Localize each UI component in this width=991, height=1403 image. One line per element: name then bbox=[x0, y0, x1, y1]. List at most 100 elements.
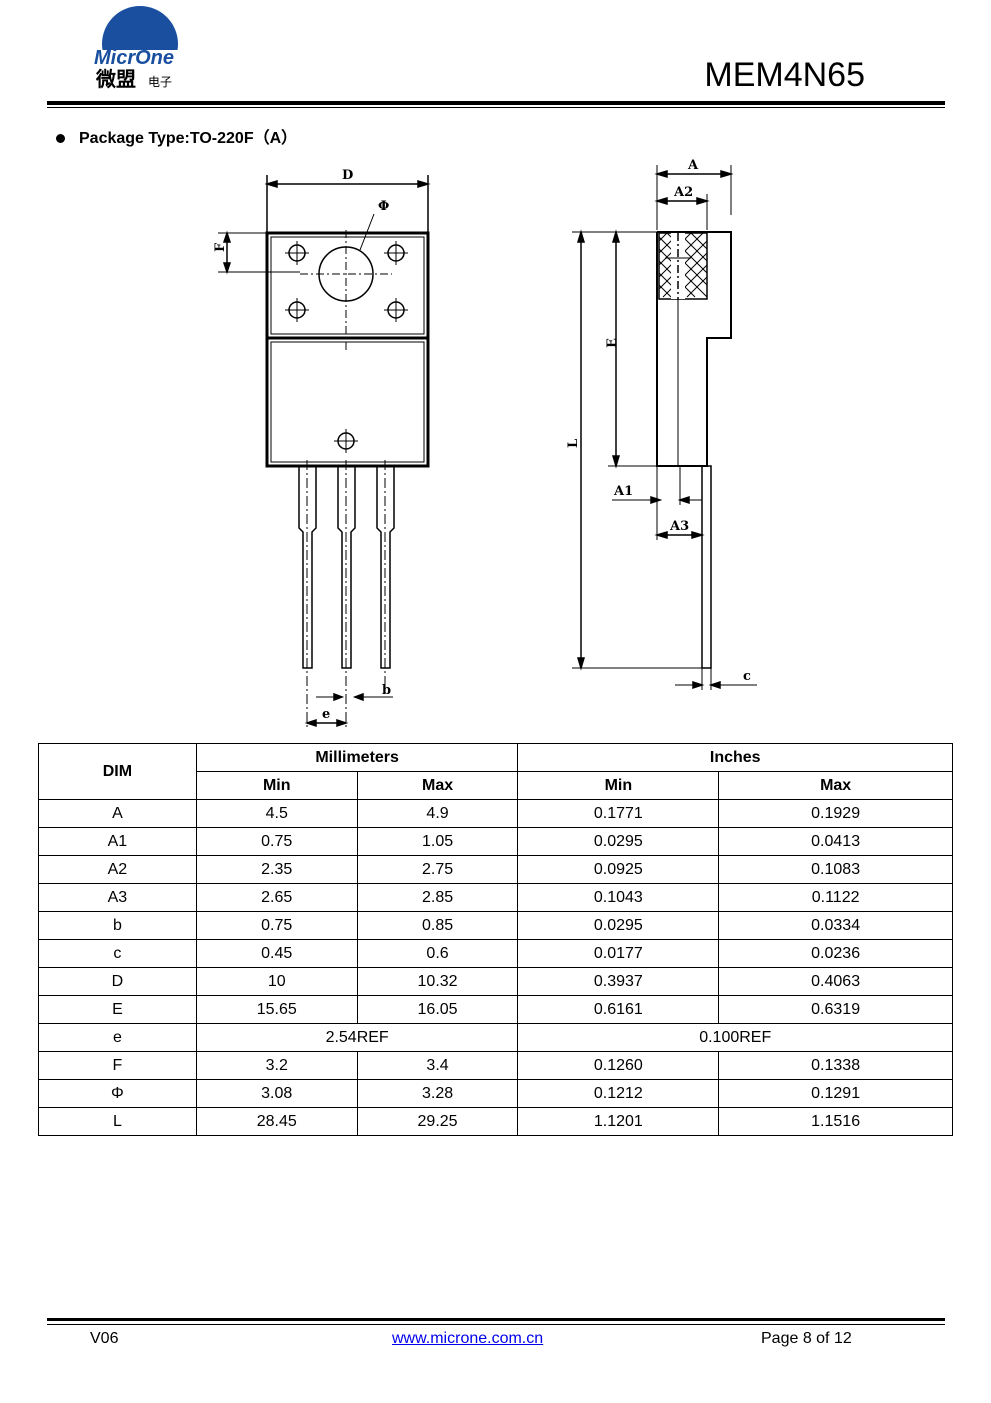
cell-dim: F bbox=[38, 1051, 197, 1080]
cell-in-min: 0.6161 bbox=[517, 995, 720, 1024]
cell-in-min: 0.1771 bbox=[517, 799, 720, 828]
cell-dim: D bbox=[38, 967, 197, 996]
bullet-icon bbox=[56, 134, 65, 144]
header-rule-thin bbox=[47, 107, 945, 108]
cell-in-max: 0.1338 bbox=[718, 1051, 953, 1080]
cell-in-max: 0.4063 bbox=[718, 967, 953, 996]
cell-in-min: 0.0925 bbox=[517, 855, 720, 884]
cell-mm-min: 0.45 bbox=[195, 939, 358, 968]
cell-mm-min: 10 bbox=[195, 967, 358, 996]
cell-mm-max: 3.28 bbox=[356, 1079, 519, 1108]
cell-dim: A3 bbox=[38, 883, 197, 912]
microne-logo: MicrOne 微盟 电子 bbox=[88, 6, 188, 90]
cell-mm-min: 0.75 bbox=[195, 827, 358, 856]
cell-in-min: 0.0295 bbox=[517, 911, 720, 940]
footer-rule-thin bbox=[47, 1324, 945, 1325]
cell-mm-max: 2.75 bbox=[356, 855, 519, 884]
logo-text-cn: 微盟 bbox=[95, 67, 136, 90]
cell-in-min: 0.1043 bbox=[517, 883, 720, 912]
version-label: V06 bbox=[90, 1330, 119, 1347]
cell-mm-max: 16.05 bbox=[356, 995, 519, 1024]
cell-dim: L bbox=[38, 1107, 197, 1136]
cell-in-min: 0.1212 bbox=[517, 1079, 720, 1108]
label-L: L bbox=[566, 439, 581, 448]
cell-mm-min: 2.65 bbox=[195, 883, 358, 912]
cell-mm-min: 0.75 bbox=[195, 911, 358, 940]
label-e: e bbox=[322, 707, 330, 722]
cell-dim: c bbox=[38, 939, 197, 968]
cell-in-min: 0.3937 bbox=[517, 967, 720, 996]
cell-in-min: 0.0295 bbox=[517, 827, 720, 856]
cell-in-max: 0.0413 bbox=[718, 827, 953, 856]
cell-in-max: 1.1516 bbox=[718, 1107, 953, 1136]
package-drawing: D Φ F b e A A2 E L A1 A3 c bbox=[213, 158, 757, 730]
cell-mm-min: 28.45 bbox=[195, 1107, 358, 1136]
label-E: E bbox=[605, 338, 620, 348]
header-in-max: Max bbox=[718, 771, 953, 800]
cell-dim: b bbox=[38, 911, 197, 940]
label-A2: A2 bbox=[673, 185, 693, 200]
label-c: c bbox=[743, 669, 751, 684]
cell-in-max: 0.1083 bbox=[718, 855, 953, 884]
cell-mm-max: 2.85 bbox=[356, 883, 519, 912]
package-type-heading: Package Type:TO-220F（A） bbox=[56, 124, 297, 148]
website-link-text[interactable]: www.microne.com.cn bbox=[392, 1330, 544, 1347]
package-type-label: Package Type:TO-220F（A） bbox=[79, 130, 298, 147]
label-D: D bbox=[342, 168, 353, 183]
cell-in-max: 0.0334 bbox=[718, 911, 953, 940]
header-millimeters: Millimeters bbox=[195, 743, 519, 772]
header-inches: Inches bbox=[517, 743, 953, 772]
page-number: Page 8 of 12 bbox=[761, 1330, 852, 1347]
cell-in-ref: 0.100REF bbox=[517, 1023, 953, 1052]
cell-mm-max: 29.25 bbox=[356, 1107, 519, 1136]
cell-mm-min: 3.08 bbox=[195, 1079, 358, 1108]
header-dim: DIM bbox=[38, 743, 197, 800]
cell-dim: A bbox=[38, 799, 197, 828]
footer-rule bbox=[47, 1318, 945, 1321]
label-F: F bbox=[213, 242, 228, 252]
website-link[interactable]: www.microne.com.cn bbox=[392, 1330, 543, 1348]
header-in-min: Min bbox=[517, 771, 720, 800]
cell-in-max: 0.1291 bbox=[718, 1079, 953, 1108]
cell-in-max: 0.1929 bbox=[718, 799, 953, 828]
cell-mm-max: 4.9 bbox=[356, 799, 519, 828]
header-mm-min: Min bbox=[195, 771, 358, 800]
cell-in-min: 0.1260 bbox=[517, 1051, 720, 1080]
label-A: A bbox=[687, 158, 699, 173]
header-rule bbox=[47, 101, 945, 105]
cell-mm-min: 2.35 bbox=[195, 855, 358, 884]
label-A3: A3 bbox=[669, 519, 689, 534]
cell-mm-max: 0.6 bbox=[356, 939, 519, 968]
cell-mm-max: 3.4 bbox=[356, 1051, 519, 1080]
cell-dim: E bbox=[38, 995, 197, 1024]
cell-mm-ref: 2.54REF bbox=[195, 1023, 519, 1052]
cell-dim: A2 bbox=[38, 855, 197, 884]
label-b: b bbox=[382, 683, 391, 698]
logo-text-cn-small: 电子 bbox=[148, 75, 172, 89]
cell-in-max: 0.1122 bbox=[718, 883, 953, 912]
dimension-table: DIM Millimeters Inches Min Max Min Max A… bbox=[38, 743, 953, 1136]
cell-mm-min: 15.65 bbox=[195, 995, 358, 1024]
cell-mm-max: 10.32 bbox=[356, 967, 519, 996]
cell-dim: Φ bbox=[38, 1079, 197, 1108]
cell-mm-max: 0.85 bbox=[356, 911, 519, 940]
cell-mm-max: 1.05 bbox=[356, 827, 519, 856]
part-number-title: MEM4N65 bbox=[704, 56, 865, 94]
cell-in-min: 1.1201 bbox=[517, 1107, 720, 1136]
logo-text-en: MicrOne bbox=[94, 47, 174, 69]
header-mm-max: Max bbox=[356, 771, 519, 800]
cell-in-max: 0.6319 bbox=[718, 995, 953, 1024]
label-phi: Φ bbox=[378, 199, 389, 214]
